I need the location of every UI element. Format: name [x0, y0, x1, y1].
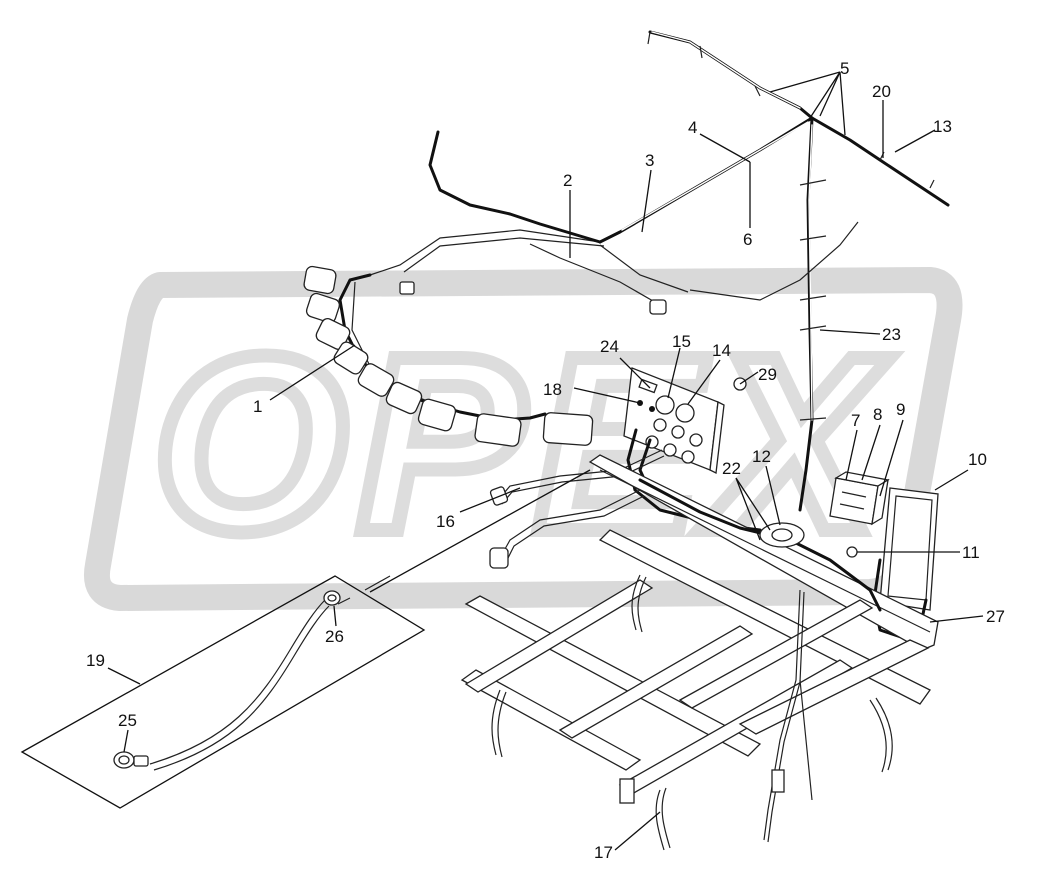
watermark-logo: OPEX — [84, 267, 963, 611]
callout-4: 4 — [688, 118, 697, 137]
callout-2: 2 — [563, 171, 572, 190]
callout-16: 16 — [436, 512, 455, 531]
machine-frame — [460, 529, 931, 851]
callout-25: 25 — [118, 711, 137, 730]
callout-7: 7 — [851, 411, 860, 430]
callout-23: 23 — [882, 325, 901, 344]
callout-8: 8 — [873, 405, 882, 424]
leader-lines — [107, 71, 984, 851]
callout-10: 10 — [968, 450, 987, 469]
callout-19: 19 — [86, 651, 105, 670]
callout-labels: 1 2 3 4 5 6 7 8 9 10 11 12 13 14 15 16 1… — [86, 59, 1005, 862]
callout-26: 26 — [325, 627, 344, 646]
callout-17: 17 — [594, 843, 613, 862]
roof-harness — [598, 30, 950, 512]
callout-5: 5 — [840, 59, 849, 78]
display-box — [829, 471, 890, 526]
callout-13: 13 — [933, 117, 952, 136]
inset-hose-detail — [20, 469, 591, 809]
callout-11: 11 — [962, 543, 980, 562]
callout-18: 18 — [543, 380, 562, 399]
callout-6: 6 — [743, 230, 752, 249]
callout-3: 3 — [645, 151, 654, 170]
harness-channel — [588, 454, 939, 651]
callout-27: 27 — [986, 607, 1005, 626]
callout-20: 20 — [872, 82, 891, 101]
callout-29: 29 — [758, 365, 777, 384]
callout-9: 9 — [896, 400, 905, 419]
callout-15: 15 — [672, 332, 691, 351]
light-bar-lamps — [303, 265, 594, 447]
callout-24: 24 — [600, 337, 619, 356]
callout-1: 1 — [253, 397, 262, 416]
callout-12: 12 — [752, 447, 771, 466]
callout-14: 14 — [712, 341, 731, 360]
callout-22: 22 — [722, 459, 741, 478]
